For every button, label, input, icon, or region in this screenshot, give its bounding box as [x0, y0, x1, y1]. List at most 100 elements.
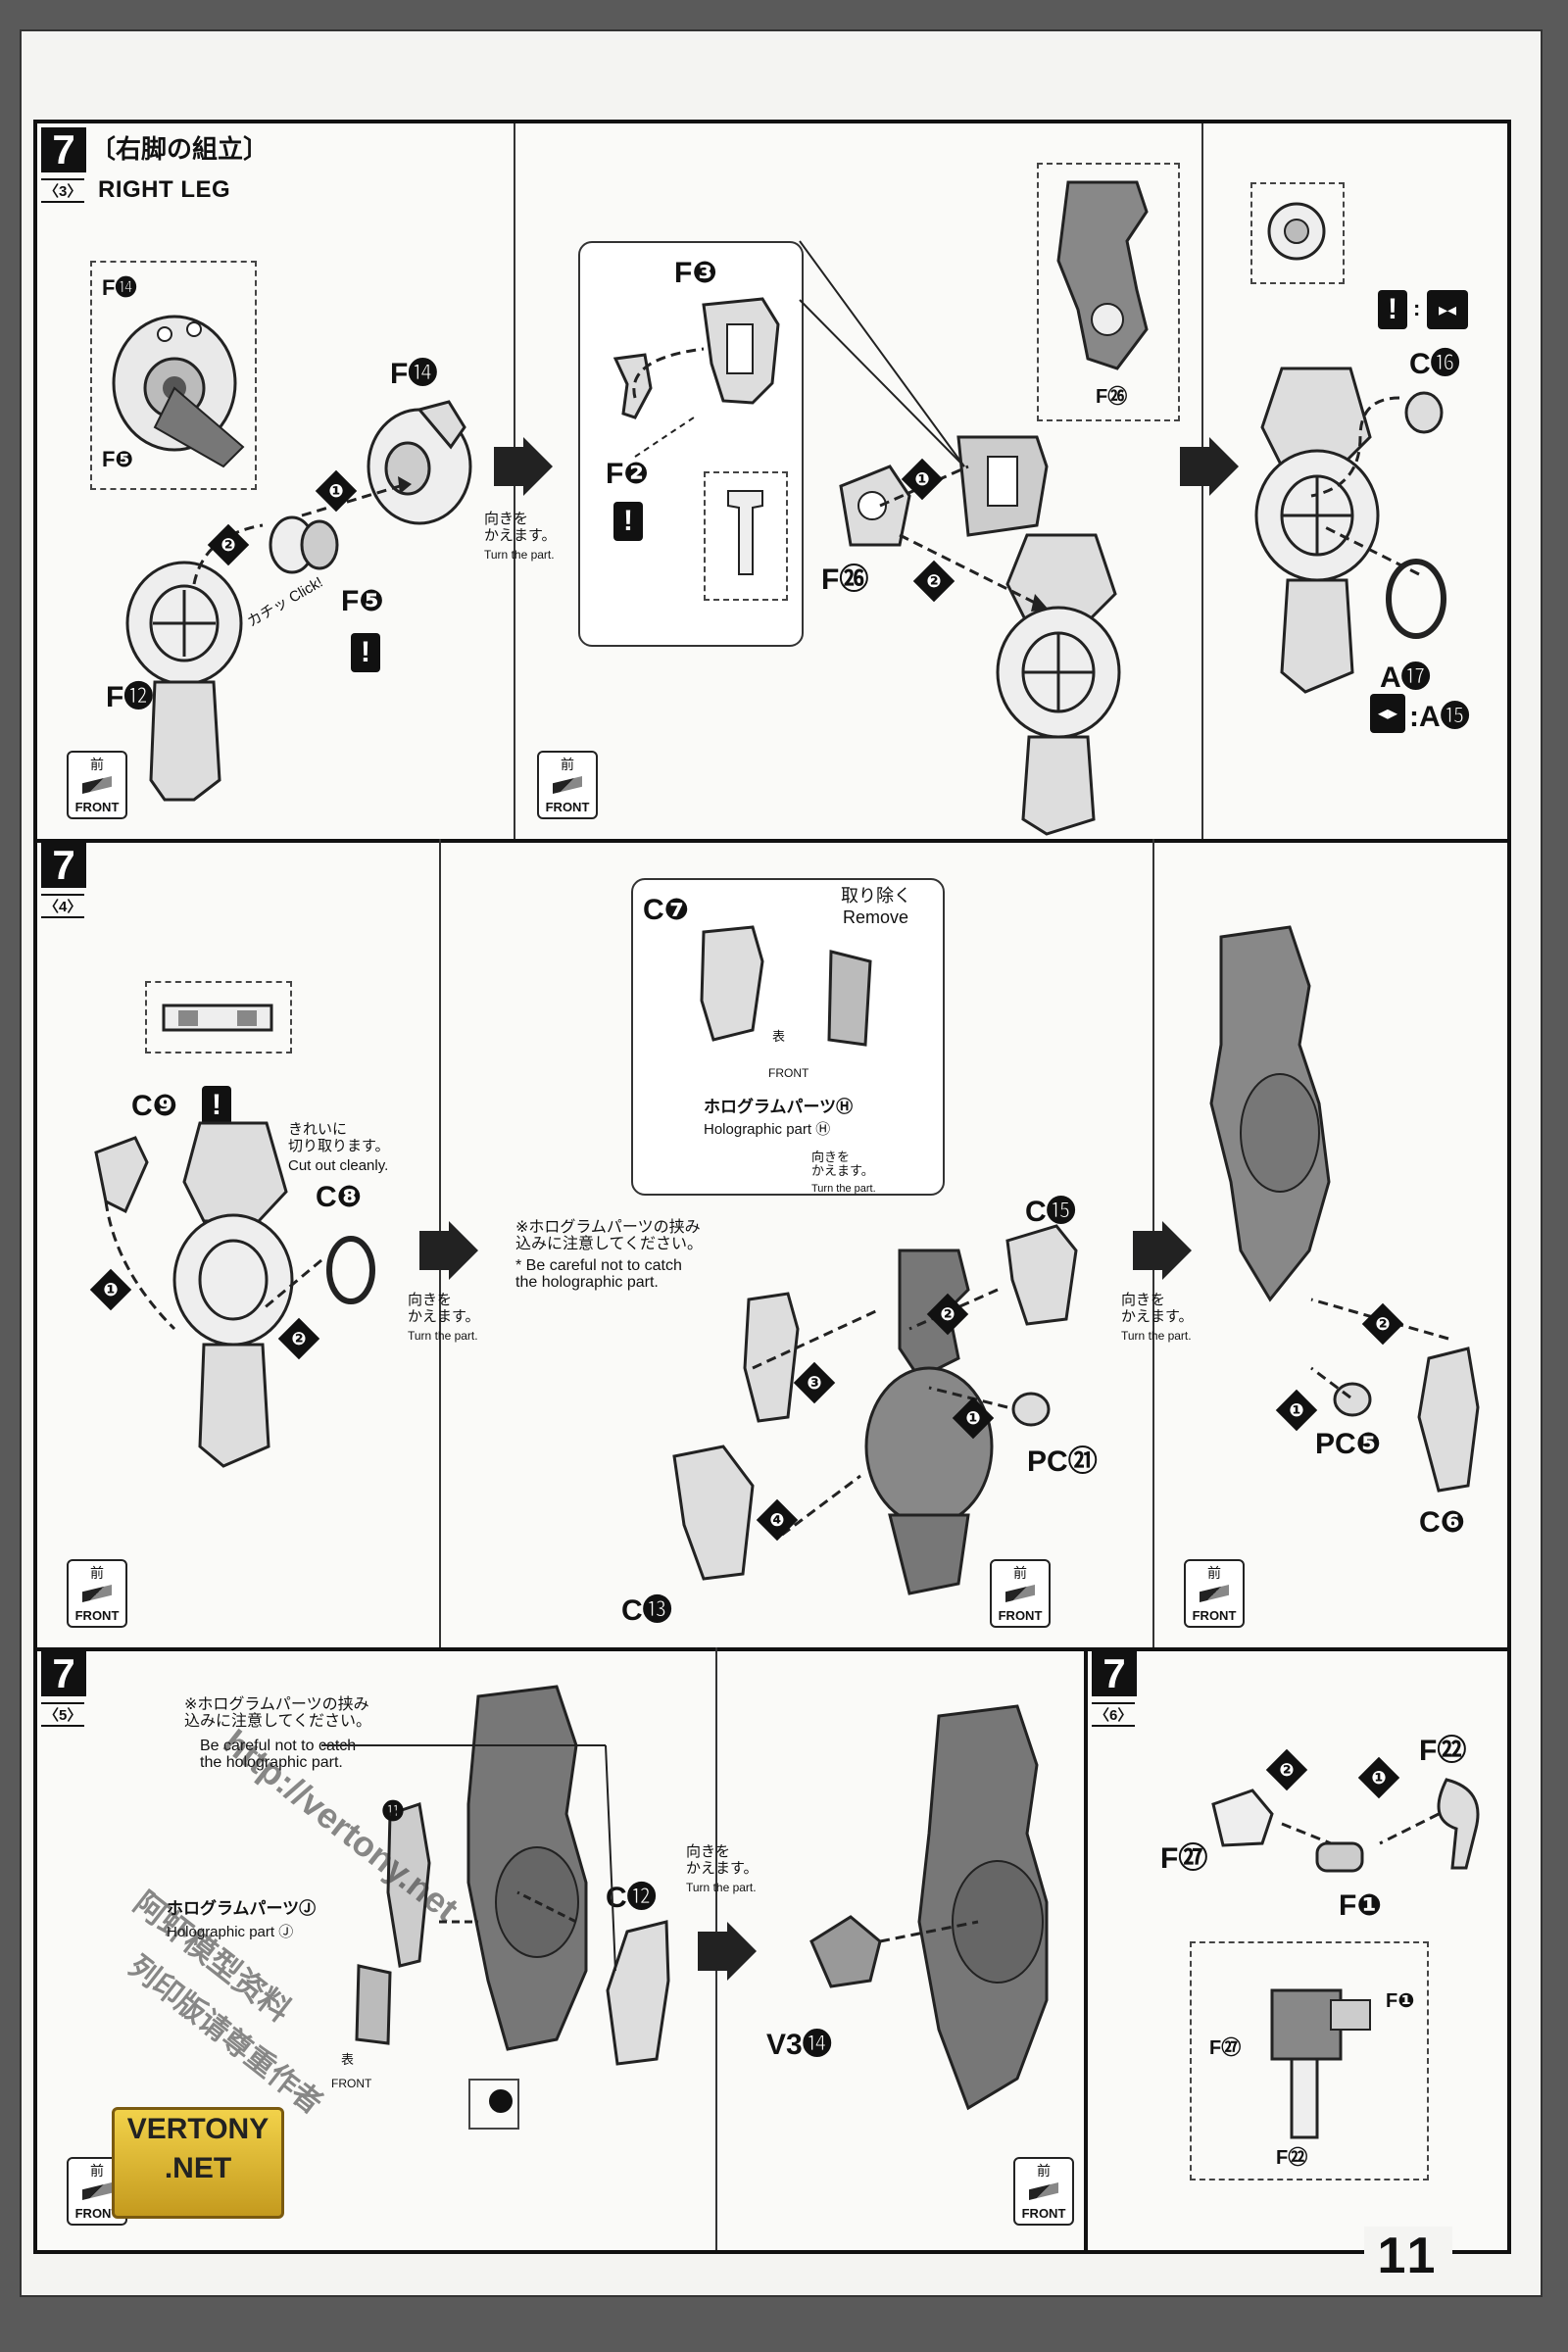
- step-marker-4: ❹: [756, 1498, 799, 1542]
- step-marker-1: ❶: [315, 469, 358, 513]
- step-7-4-panel: 7 〈4〉 C❾ ! きれいに 切り取ります。 Cut out c: [37, 839, 1507, 1651]
- part-detail-drawing: [489, 2089, 513, 2113]
- part-a17-ring-drawing: [1386, 559, 1446, 639]
- part-f5-drawing: [269, 515, 339, 574]
- turn-arrow-icon: [1180, 437, 1239, 496]
- callout-lines: [321, 1744, 616, 1972]
- careful-note-en: Be careful not to catch the holographic …: [200, 1738, 357, 1771]
- turn-note-jp-small: 向きを かえます。: [811, 1150, 874, 1178]
- turn-arrow-icon: [1133, 1221, 1192, 1280]
- turn-note-en-small: Turn the part.: [811, 1183, 876, 1195]
- inset-f2-detail: [704, 471, 788, 601]
- assembly-arrows-f: [752, 1288, 1008, 1537]
- caution-icon: !: [202, 1086, 231, 1125]
- part-leg-armored-rotated-drawing: [917, 1704, 1049, 2111]
- label-c6: C❻: [1419, 1506, 1466, 1539]
- assembly-arrows-b: [632, 347, 705, 458]
- step-marker-1: ❶: [1357, 1756, 1400, 1799]
- assembly-arrows-c: [879, 465, 1049, 612]
- assembly-arrows-d: [1310, 396, 1420, 576]
- part-holographic-h-drawing: [827, 950, 872, 1047]
- part-f3-upper-drawing: [956, 435, 1049, 537]
- inset-f26: [1037, 163, 1180, 421]
- step-marker-2: ❷: [207, 523, 250, 566]
- turn-note-jp: 向きを かえます。: [484, 511, 557, 544]
- part-f2-detail-drawing: [727, 490, 763, 575]
- step-marker-2: ❷: [926, 1293, 969, 1336]
- assembly-arrows-h: [879, 1920, 979, 1943]
- part-pc21-drawing: [1011, 1392, 1051, 1427]
- label-f5-inset: F❺: [102, 447, 134, 471]
- turn-note-en: Turn the part.: [1121, 1329, 1192, 1343]
- part-c12-drawing: [606, 1920, 670, 2066]
- step-7-5-6-panel: 7 〈5〉 ※ホログラムパーツの挟み 込みに注意してください。 Be caref…: [37, 1647, 1507, 2250]
- assembly-arrows-e: [104, 1200, 322, 1331]
- part-c13-drawing: [672, 1445, 755, 1581]
- step-title-jp: 〔右脚の組立〕: [90, 134, 270, 164]
- step-number-badge: 7: [1092, 1651, 1137, 1696]
- label-c16: C⓰: [1409, 348, 1460, 380]
- step-marker-1: ❶: [952, 1396, 995, 1440]
- holographic-part-jp: ホログラムパーツⒿ: [167, 1899, 317, 1918]
- part-leg-armored-side-drawing: [1209, 925, 1331, 1302]
- careful-note-jp: ※ホログラムパーツの挟み 込みに注意してください。: [184, 1696, 372, 1730]
- turn-note-jp: 向きを かえます。: [408, 1292, 480, 1325]
- step-7-3-panel: 7 〔右脚の組立〕 〈3〉 RIGHT LEG F⓮ F❺ F⓮: [37, 123, 1507, 843]
- part-f22-drawing: [1437, 1778, 1480, 1870]
- part-c15-drawing: [1005, 1224, 1078, 1326]
- inset-f1-f27-f22: [1190, 1941, 1429, 2180]
- part-c7-drawing: [700, 925, 764, 1042]
- label-f2: F❷: [606, 458, 649, 490]
- step-marker-2: ❷: [277, 1317, 320, 1360]
- turn-arrow-icon: [419, 1221, 478, 1280]
- label-f12: F⓬: [106, 681, 154, 713]
- turn-note-en: Turn the part.: [686, 1881, 757, 1894]
- colon: :: [1413, 296, 1421, 320]
- label-f27: F㉗: [1160, 1842, 1208, 1875]
- step-marker-1: ❶: [89, 1268, 132, 1311]
- label-f3: F❸: [674, 257, 717, 289]
- turn-arrow-icon: [698, 1922, 757, 1981]
- step-number-badge: 7: [41, 1651, 86, 1696]
- inset-detail: [468, 2079, 519, 2130]
- part-c9-drawing: [94, 1136, 149, 1214]
- part-c8-ring-drawing: [326, 1236, 375, 1304]
- part-holographic-h-placed-drawing: [743, 1292, 800, 1423]
- part-f26-inset-drawing: [1056, 180, 1149, 370]
- omote-label: 表: [772, 1029, 786, 1044]
- turn-note-en: Turn the part.: [484, 548, 555, 562]
- page-number: 11: [1364, 2227, 1452, 2285]
- holographic-part-en: Holographic part Ⓗ: [704, 1121, 831, 1138]
- substep-badge: 〈5〉: [41, 1702, 85, 1727]
- part-leg-assembly-drawing: [172, 1121, 294, 1468]
- label-f22-small: F㉒: [1276, 2147, 1308, 2169]
- step-marker-3: ❸: [793, 1361, 836, 1404]
- turn-note-jp: 向きを かえます。: [1121, 1292, 1194, 1325]
- label-f1-small: F❶: [1386, 1990, 1415, 2012]
- inset-holographic-part-h: [631, 878, 945, 1196]
- part-f26-drawing: [839, 465, 911, 547]
- label-c7: C❼: [643, 894, 690, 926]
- cut-note-en: Cut out cleanly.: [288, 1157, 389, 1174]
- inset-c9: [145, 981, 292, 1054]
- careful-note-jp: ※ホログラムパーツの挟み 込みに注意してください。: [515, 1219, 704, 1252]
- caution-icon: !: [351, 633, 380, 672]
- holographic-part-jp: ホログラムパーツⒽ: [704, 1098, 854, 1116]
- caution-icon: !: [1378, 290, 1407, 329]
- careful-note-en: * Be careful not to catch the holographi…: [515, 1257, 682, 1291]
- part-f14-f5-inset-drawing: [112, 315, 245, 468]
- part-f14-drawing: [367, 400, 472, 525]
- remove-note-en: Remove: [843, 907, 909, 927]
- part-c16-inset-drawing: [1267, 202, 1326, 261]
- part-f12-leg-frame-drawing: [125, 561, 243, 802]
- step-number-badge: 7: [41, 127, 86, 172]
- front-label: FRONT: [768, 1066, 809, 1080]
- callout-lines: [799, 240, 965, 467]
- inset-f14-f5: [90, 261, 257, 490]
- manual-page: 7 〔右脚の組立〕 〈3〉 RIGHT LEG F⓮ F❺ F⓮: [20, 29, 1543, 2297]
- step-marker-1: ❶: [1275, 1389, 1318, 1432]
- assembly-arrows-a: [192, 476, 412, 585]
- part-leg-assembly-drawing: [1254, 367, 1380, 694]
